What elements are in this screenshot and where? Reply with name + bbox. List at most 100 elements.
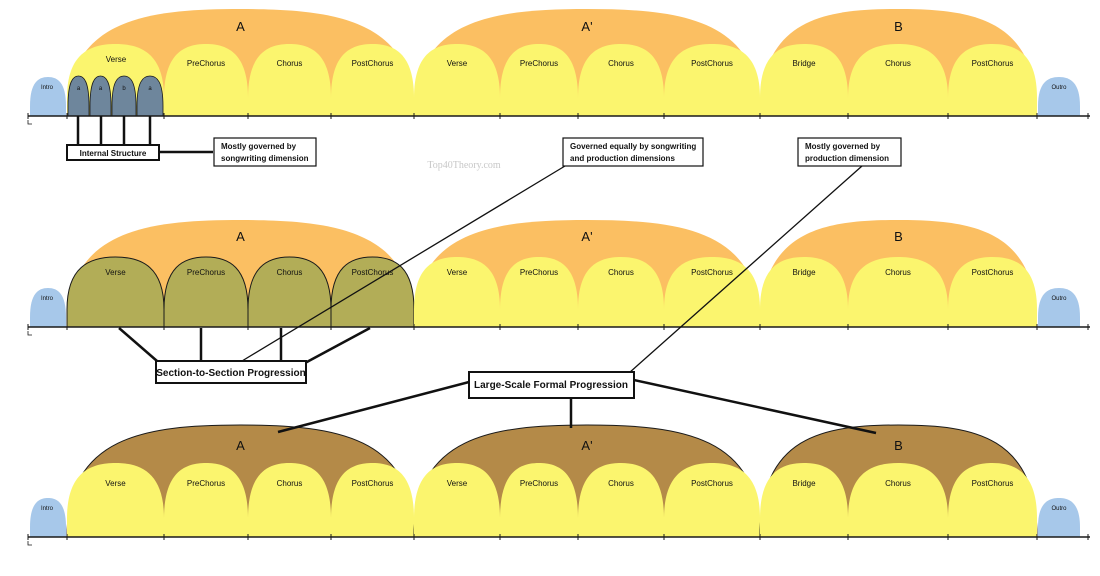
equal-note-line-2: and production dimensions [570,154,675,163]
section-arch-postchorus [331,44,414,116]
intro-arch [30,498,66,537]
section-arch-prechorus [500,257,578,327]
section-arch-postchorus [948,257,1037,327]
intro-label: Intro [41,85,54,91]
intro-arch [30,288,66,327]
section-arch-verse [414,257,500,327]
section-label: Chorus [608,59,634,68]
section-label: PostChorus [691,59,733,68]
section-arch-postchorus [948,463,1037,537]
formal-progression-box [468,371,635,399]
section-label: Chorus [277,479,303,488]
section-arch-prechorus [164,463,248,537]
production-note-line-2: production dimension [805,154,889,163]
timeline-corner-mark [27,331,32,336]
intro-label: Intro [41,296,54,302]
section-label: PreChorus [187,59,225,68]
section-progression-box [155,360,307,384]
section-arch-verse [414,463,500,537]
formal-progression-connectors [277,378,877,435]
section-arch-postchorus [664,463,760,537]
section-arch-chorus [248,463,331,537]
section-label: PostChorus [972,479,1014,488]
section-label: Chorus [277,268,303,277]
section-progression-label: Section-to-Section Progression [156,368,305,379]
section-label: PreChorus [520,479,558,488]
section-label: Chorus [277,59,303,68]
songwriting-note-box [213,137,317,167]
equal-note-line-1: Governed equally by songwriting [570,142,696,151]
section-label: PostChorus [691,479,733,488]
section-progression-connectors [118,326,371,365]
internal-part-arch [89,75,112,117]
group-label: B [894,229,903,244]
group-label: A [236,229,245,244]
songwriting-note-line-1: Mostly governed by [221,142,297,151]
production-note-line-1: Mostly governed by [805,142,881,151]
section-label: PostChorus [352,268,394,277]
form-row-2: Verse PreChorus Chorus PostChorus A Verse PreC… [27,220,1090,336]
internal-part-arch [136,75,164,117]
timeline-corner-mark [27,541,32,546]
internal-part-arch [111,75,137,117]
section-arch-prechorus [500,463,578,537]
section-label: PostChorus [691,268,733,277]
internal-part-label: a [99,86,103,92]
section-label: Chorus [885,479,911,488]
section-arch-postchorus [331,463,414,537]
production-note-connector [628,165,863,374]
section-arch-bridge [760,44,848,116]
section-arch-bridge [760,463,848,537]
section-arch-postchorus [664,44,760,116]
section-arch-postchorus [330,256,415,328]
section-label: Verse [105,479,126,488]
songwriting-note-line-2: songwriting dimension [221,154,309,163]
section-label: PostChorus [972,59,1014,68]
internal-structure-box [66,144,160,161]
group-label: A' [581,438,592,453]
section-arch-prechorus [164,44,248,116]
outro-arch [1038,288,1080,327]
group-label: A' [581,19,592,34]
group-label: A' [581,229,592,244]
internal-structure-connectors [76,116,213,154]
section-label: PreChorus [187,479,225,488]
section-label: PreChorus [520,268,558,277]
section-label: PreChorus [520,59,558,68]
section-label: Bridge [792,479,816,488]
timeline-corner-mark [27,120,32,125]
intro-label: Intro [41,506,54,512]
section-arch-chorus [247,256,332,328]
section-label: Verse [105,268,126,277]
section-label: Verse [447,268,468,277]
section-arch-chorus [848,44,948,116]
section-arch-verse [66,256,165,328]
section-label: Verse [447,59,468,68]
outro-label: Outro [1051,506,1067,512]
formal-progression-label: Large-Scale Formal Progression [474,380,628,391]
production-note-box [797,137,902,167]
section-label: Chorus [885,268,911,277]
internal-part-label: a [77,86,81,92]
outro-arch [1038,77,1080,116]
section-label: Verse [447,479,468,488]
section-label: PostChorus [352,479,394,488]
group-label: B [894,438,903,453]
section-arch-chorus [578,44,664,116]
section-arch-verse [414,44,500,116]
outro-label: Outro [1051,85,1067,91]
intro-arch [30,77,66,116]
section-arch-verse [67,463,164,537]
section-arch-prechorus [500,44,578,116]
section-label: Chorus [885,59,911,68]
outro-label: Outro [1051,296,1067,302]
group-label: B [894,19,903,34]
section-arch-chorus [578,463,664,537]
section-label: Bridge [792,268,816,277]
section-label: PreChorus [187,268,225,277]
section-arch-bridge [760,257,848,327]
section-label: Verse [106,55,127,64]
equal-note-connector [241,165,566,362]
